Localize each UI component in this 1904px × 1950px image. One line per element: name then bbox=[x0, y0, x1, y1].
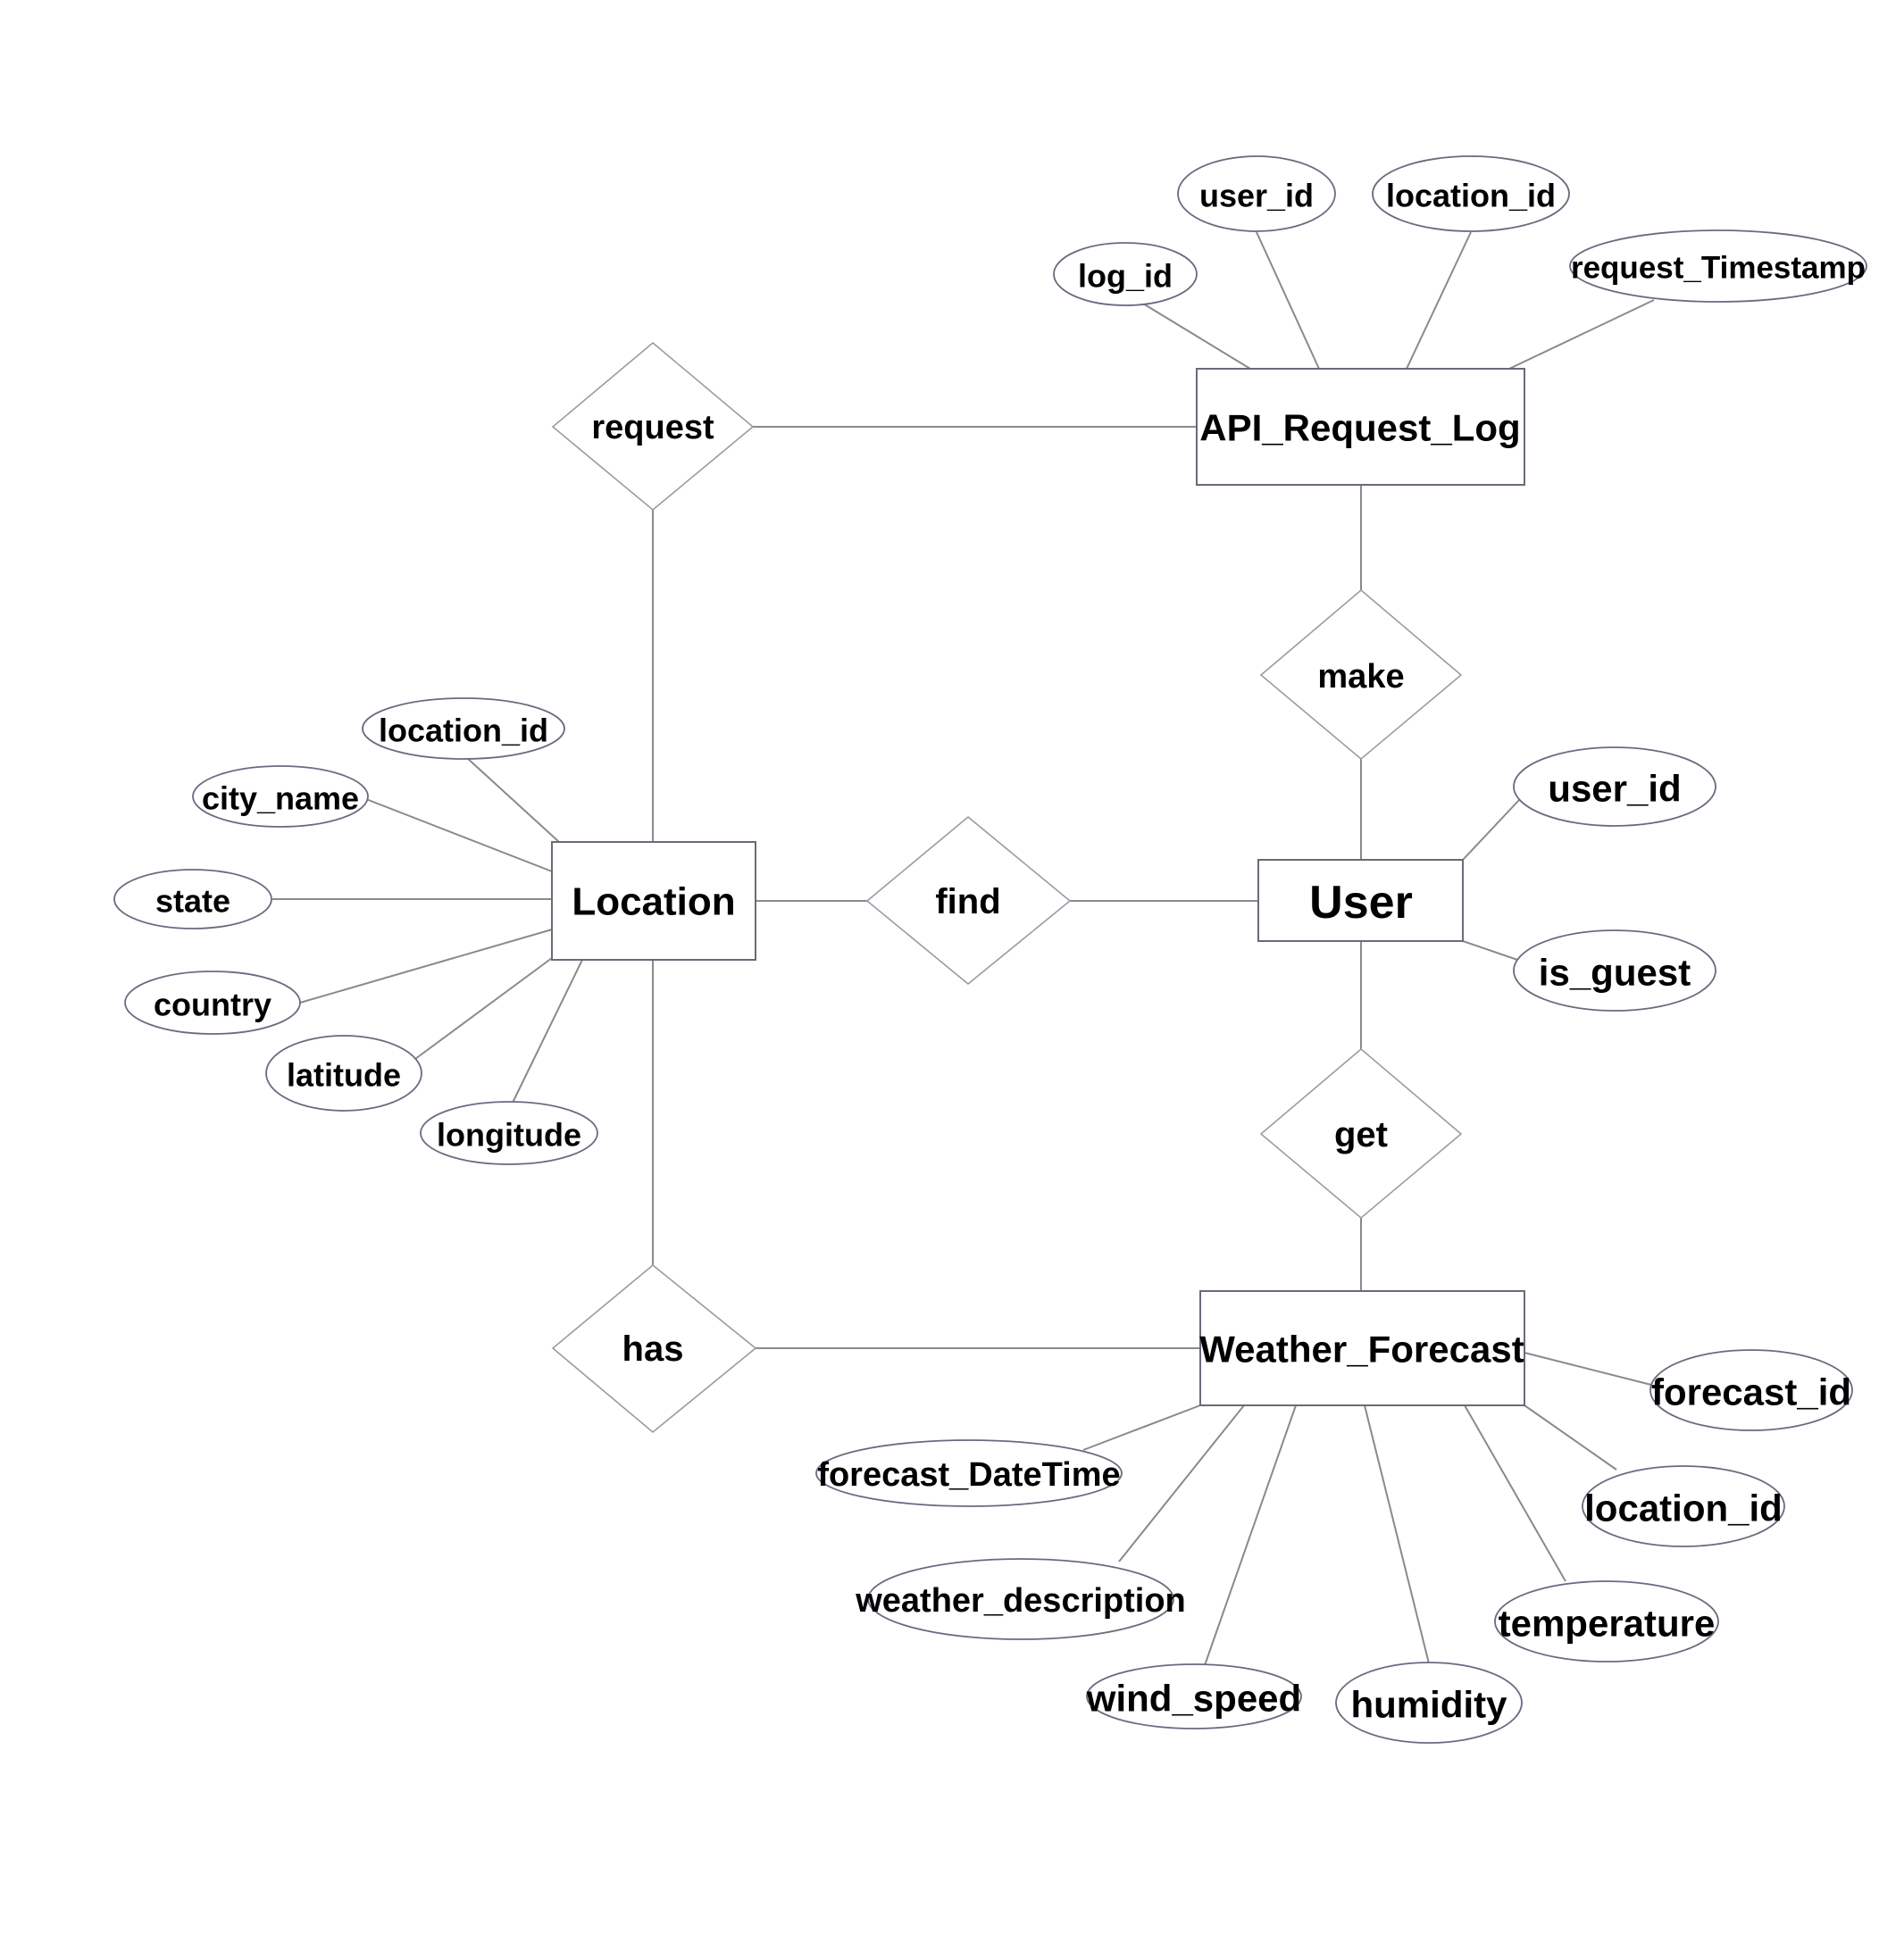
attribute-city-name-label: city_name bbox=[202, 780, 359, 817]
attribute-user-id-user-label: user_id bbox=[1548, 768, 1681, 810]
attribute-latitude[interactable]: latitude bbox=[265, 1035, 422, 1112]
link-user-id-user bbox=[1462, 799, 1520, 861]
relationship-get[interactable]: get bbox=[1259, 1047, 1463, 1220]
relationship-find-label: find bbox=[935, 882, 1000, 921]
link-forecast-datetime bbox=[1082, 1404, 1201, 1451]
attribute-temperature-label: temperature bbox=[1499, 1603, 1716, 1645]
attribute-user-id-log[interactable]: user_id bbox=[1177, 155, 1336, 232]
attribute-request-timestamp-label: request_Timestamp bbox=[1571, 251, 1866, 286]
attribute-forecast-id[interactable]: forecast_id bbox=[1649, 1349, 1853, 1431]
attribute-location-id-loc-label: location_id bbox=[379, 712, 548, 749]
relationship-request-label: request bbox=[591, 409, 714, 446]
attribute-location-id-log-label: location_id bbox=[1386, 178, 1556, 214]
attribute-forecast-id-label: forecast_id bbox=[1651, 1371, 1851, 1413]
attribute-humidity[interactable]: humidity bbox=[1335, 1662, 1523, 1744]
relationship-request[interactable]: request bbox=[551, 341, 755, 512]
relationship-has[interactable]: has bbox=[551, 1263, 757, 1434]
link-forecast-id bbox=[1524, 1352, 1656, 1387]
link-is-guest bbox=[1462, 940, 1524, 962]
relationship-make[interactable]: make bbox=[1259, 588, 1463, 761]
link-request-timestamp bbox=[1508, 299, 1655, 370]
link-country bbox=[299, 929, 553, 1004]
attribute-wind-speed-label: wind_speed bbox=[1086, 1678, 1301, 1720]
link-wind-speed bbox=[1197, 1404, 1297, 1687]
attribute-forecast-datetime[interactable]: forecast_DateTime bbox=[815, 1439, 1123, 1507]
entity-location-label: Location bbox=[572, 880, 735, 924]
attribute-latitude-label: latitude bbox=[287, 1057, 401, 1094]
entity-user[interactable]: User bbox=[1257, 859, 1464, 942]
attribute-request-timestamp[interactable]: request_Timestamp bbox=[1569, 229, 1867, 303]
entity-user-label: User bbox=[1309, 877, 1413, 929]
attribute-forecast-datetime-label: forecast_DateTime bbox=[817, 1456, 1120, 1494]
attribute-user-id-user[interactable]: user_id bbox=[1513, 746, 1716, 827]
link-city-name bbox=[365, 798, 553, 872]
link-latitude bbox=[414, 957, 553, 1060]
entity-weather-forecast[interactable]: Weather_Forecast bbox=[1199, 1290, 1525, 1406]
attribute-temperature[interactable]: temperature bbox=[1494, 1580, 1719, 1662]
attribute-is-guest-label: is_guest bbox=[1539, 952, 1691, 994]
link-log-id bbox=[1142, 303, 1251, 370]
attribute-location-id-loc[interactable]: location_id bbox=[362, 697, 565, 760]
link-location-id-loc bbox=[465, 756, 560, 843]
attribute-weather-description-label: weather_description bbox=[855, 1582, 1186, 1620]
entity-api-request-log[interactable]: API_Request_Log bbox=[1196, 368, 1525, 486]
link-weather-description bbox=[1118, 1404, 1245, 1562]
relationship-has-label: has bbox=[622, 1329, 684, 1369]
attribute-state-label: state bbox=[155, 883, 230, 920]
attribute-location-id-fc-label: location_id bbox=[1584, 1488, 1783, 1529]
attribute-country[interactable]: country bbox=[124, 971, 301, 1035]
link-longitude bbox=[511, 959, 583, 1105]
attribute-humidity-label: humidity bbox=[1351, 1684, 1508, 1726]
link-humidity bbox=[1364, 1404, 1430, 1664]
attribute-user-id-log-label: user_id bbox=[1199, 178, 1314, 214]
link-temperature bbox=[1464, 1404, 1566, 1582]
relationship-find[interactable]: find bbox=[865, 815, 1072, 986]
link-location-id-log bbox=[1406, 231, 1472, 370]
entity-location[interactable]: Location bbox=[551, 841, 756, 961]
attribute-wind-speed[interactable]: wind_speed bbox=[1086, 1663, 1302, 1729]
attribute-longitude-label: longitude bbox=[437, 1117, 581, 1154]
link-location-id-fc bbox=[1524, 1404, 1617, 1471]
entity-api-request-log-label: API_Request_Log bbox=[1199, 407, 1520, 449]
attribute-log-id[interactable]: log_id bbox=[1053, 242, 1198, 306]
relationship-get-label: get bbox=[1334, 1115, 1388, 1154]
attribute-log-id-label: log_id bbox=[1078, 258, 1173, 295]
attribute-city-name[interactable]: city_name bbox=[192, 765, 369, 828]
attribute-weather-description[interactable]: weather_description bbox=[855, 1558, 1186, 1640]
entity-weather-forecast-label: Weather_Forecast bbox=[1199, 1329, 1524, 1371]
attribute-location-id-fc[interactable]: location_id bbox=[1582, 1465, 1785, 1547]
attribute-is-guest[interactable]: is_guest bbox=[1513, 929, 1716, 1012]
link-user-id-log bbox=[1256, 231, 1320, 370]
connectors bbox=[272, 231, 1656, 1687]
attribute-longitude[interactable]: longitude bbox=[420, 1101, 598, 1165]
attribute-location-id-log[interactable]: location_id bbox=[1372, 155, 1570, 232]
relationship-make-label: make bbox=[1317, 658, 1404, 696]
attribute-country-label: country bbox=[154, 987, 271, 1023]
attribute-state[interactable]: state bbox=[113, 869, 272, 929]
